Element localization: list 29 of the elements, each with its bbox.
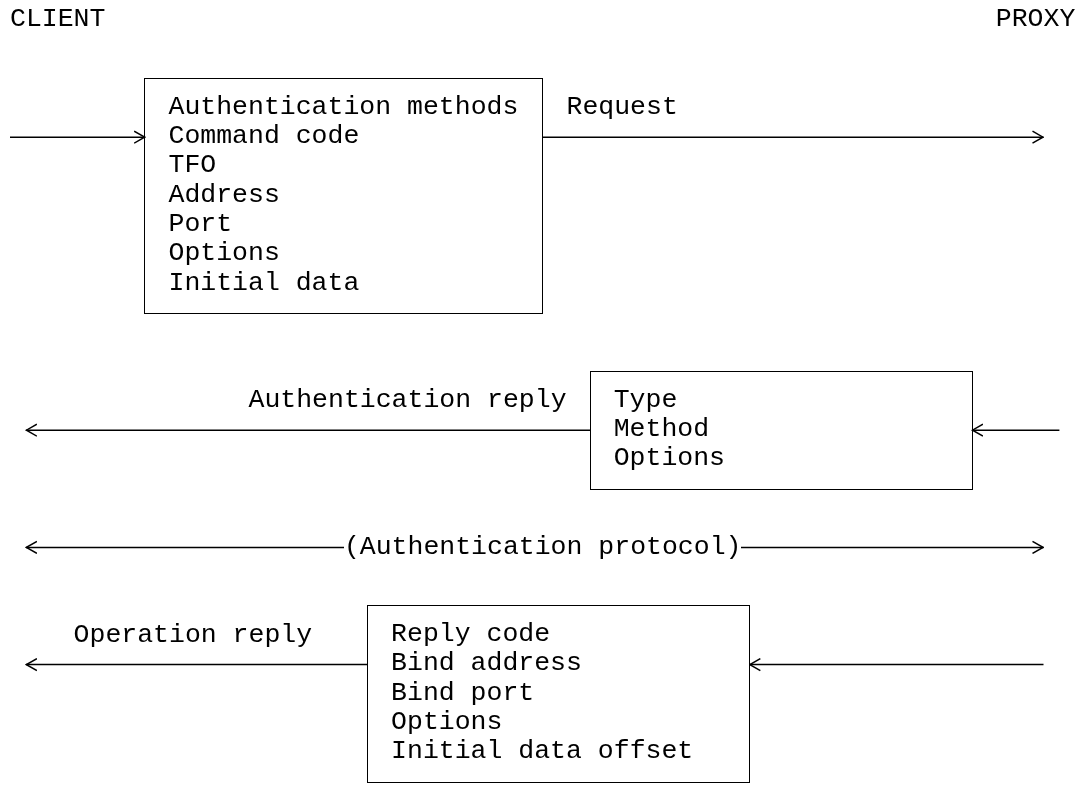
field-name: Reply code [391,620,551,650]
arrow [25,423,592,437]
field-name: TFO [168,151,217,181]
field-name: Type [613,385,678,416]
field-name: Initial data offset [391,737,694,767]
field-name: Options [391,708,503,738]
arrow [541,130,1045,144]
endpoint-label: PROXY [995,5,1076,35]
message-box [367,605,751,783]
endpoint-label: CLIENT [10,5,106,35]
message-box [589,370,973,490]
arrow [748,657,1045,672]
field-name: Initial data [168,268,360,298]
field-name: Options [613,444,725,474]
arrow [9,130,146,144]
message-title: Request [566,93,678,123]
field-name: Port [168,209,233,240]
field-name: Method [613,415,710,445]
arrow [971,423,1061,437]
message-title: Operation reply [73,620,313,650]
arrow [25,657,369,672]
field-name: Bind port [391,678,535,709]
message-title: Authentication reply [248,386,567,416]
message-box [144,77,544,314]
field-name: Bind address [391,649,582,679]
field-name: Command code [168,122,360,152]
field-name: Address [168,180,280,210]
field-name: Authentication methods [168,92,519,123]
field-name: Options [168,239,280,269]
